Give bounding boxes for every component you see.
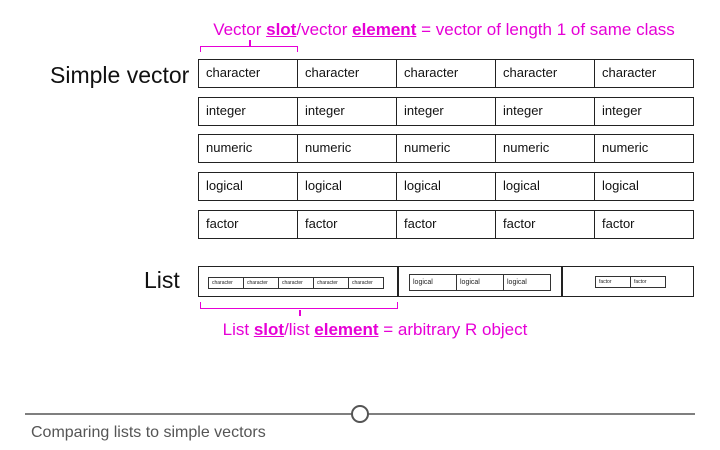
vector-slot-annotation: Vector slot/vector element = vector of l… <box>160 20 720 40</box>
vector-cell: logical <box>199 173 298 200</box>
vector-cell: factor <box>199 211 298 238</box>
vector-cell: logical <box>298 173 397 200</box>
vector-cell: character <box>496 60 595 87</box>
list-element-cell: logical <box>457 275 504 290</box>
simple-vector-label: Simple vector <box>50 62 190 88</box>
progress-knob[interactable] <box>351 405 369 423</box>
list-element-cell: character <box>279 278 314 288</box>
list-element-cell: factor <box>596 277 631 287</box>
vector-cell: character <box>199 60 298 87</box>
list-divider <box>397 267 399 296</box>
list-element-cell: logical <box>410 275 457 290</box>
list-element-cell: character <box>244 278 279 288</box>
list-element-cell: logical <box>507 279 527 286</box>
vector-cell: numeric <box>397 135 496 162</box>
vector-cell: integer <box>602 103 642 118</box>
annotation-text: = arbitrary R object <box>378 320 528 339</box>
list-divider <box>561 267 563 296</box>
bracket-tick <box>299 310 301 316</box>
vector-cell: factor <box>397 211 496 238</box>
vector-cell: logical <box>397 173 496 200</box>
annotation-element-word: element <box>352 20 417 39</box>
vector-cell: integer <box>397 98 496 125</box>
list-slot-bracket <box>200 302 398 316</box>
vector-cell: factor <box>298 211 397 238</box>
vector-cell: integer <box>298 98 397 125</box>
annotation-slot-word: slot <box>253 320 285 339</box>
vector-cell: integer <box>496 98 595 125</box>
list-element-cell: factor <box>634 279 647 285</box>
vector-cell: numeric <box>602 140 649 155</box>
vector-cell: integer <box>199 98 298 125</box>
list-element-cell: character <box>314 278 349 288</box>
bracket-tick <box>249 40 251 46</box>
annotation-text: /vector <box>296 20 353 39</box>
annotation-text: List <box>222 320 254 339</box>
annotation-element-word: element <box>314 320 379 339</box>
vector-cell: character <box>602 65 657 80</box>
slide-caption: Comparing lists to simple vectors <box>31 424 266 441</box>
annotation-slot-word: slot <box>266 20 297 39</box>
vector-cell: character <box>397 60 496 87</box>
vector-cell: logical <box>602 178 639 193</box>
list-element-cell: character <box>352 280 373 286</box>
vector-cell: numeric <box>199 135 298 162</box>
list-label: List <box>144 267 180 293</box>
annotation-text: /list <box>284 320 315 339</box>
annotation-text: Vector <box>213 20 267 39</box>
vector-cell: numeric <box>298 135 397 162</box>
vector-slot-bracket <box>200 40 298 52</box>
vector-cell: factor <box>496 211 595 238</box>
vector-cell: factor <box>602 216 635 231</box>
list-slot-annotation: List slot/list element = arbitrary R obj… <box>210 320 540 340</box>
vector-cell: character <box>298 60 397 87</box>
vector-cell: logical <box>496 173 595 200</box>
list-element-cell: character <box>209 278 244 288</box>
vector-cell: numeric <box>496 135 595 162</box>
annotation-text: = vector of length 1 of same class <box>416 20 675 39</box>
